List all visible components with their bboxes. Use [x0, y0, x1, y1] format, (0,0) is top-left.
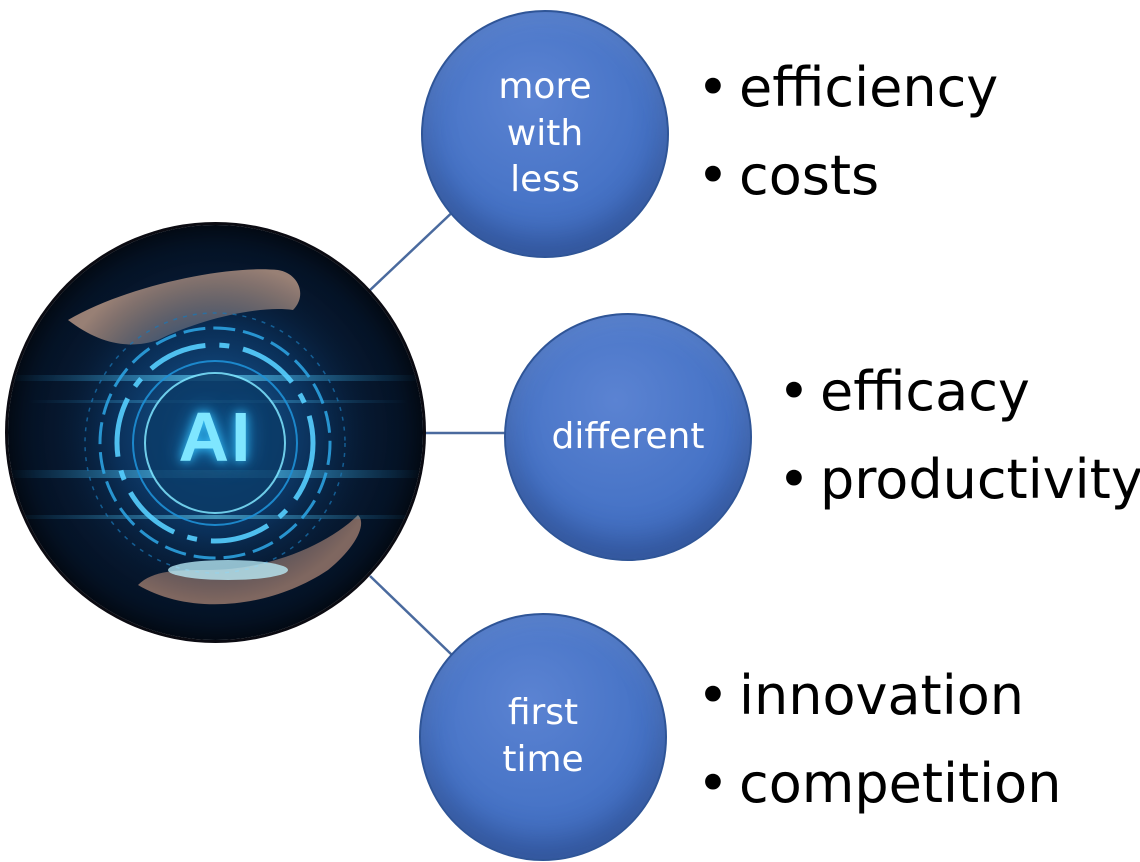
- bullet-list-more-with-less: •efficiency •costs: [697, 44, 998, 220]
- category-first-time-circle: first time: [419, 613, 667, 861]
- bullet-icon: •: [697, 664, 729, 727]
- list-item: •innovation: [697, 652, 1061, 740]
- bullet-icon: •: [778, 360, 810, 423]
- ai-hologram-graphic: [8, 262, 423, 605]
- list-item: •competition: [697, 740, 1061, 828]
- category-different-circle: different: [504, 313, 752, 561]
- category-label: first time: [502, 692, 584, 780]
- ai-label: AI: [178, 398, 253, 476]
- list-item: •efficacy: [778, 348, 1140, 436]
- connector-more-with-less: [367, 204, 461, 293]
- category-more-with-less-circle: more with less: [421, 10, 669, 258]
- list-item: •efficiency: [697, 44, 998, 132]
- bullet-icon: •: [778, 448, 810, 511]
- bullet-icon: •: [697, 752, 729, 815]
- category-label: different: [551, 415, 705, 457]
- outer-ring: [98, 326, 332, 560]
- bullet-icon: •: [697, 144, 729, 207]
- ai-hub-image: AI: [8, 225, 423, 640]
- bullet-icon: •: [697, 56, 729, 119]
- bullet-list-different: •efficacy •productivity: [778, 348, 1140, 524]
- list-item: •costs: [697, 132, 998, 220]
- bullet-list-first-time: •innovation •competition: [697, 652, 1061, 828]
- connector-first-time: [369, 575, 453, 656]
- category-label: more with less: [498, 65, 592, 201]
- list-item: •productivity: [778, 436, 1140, 524]
